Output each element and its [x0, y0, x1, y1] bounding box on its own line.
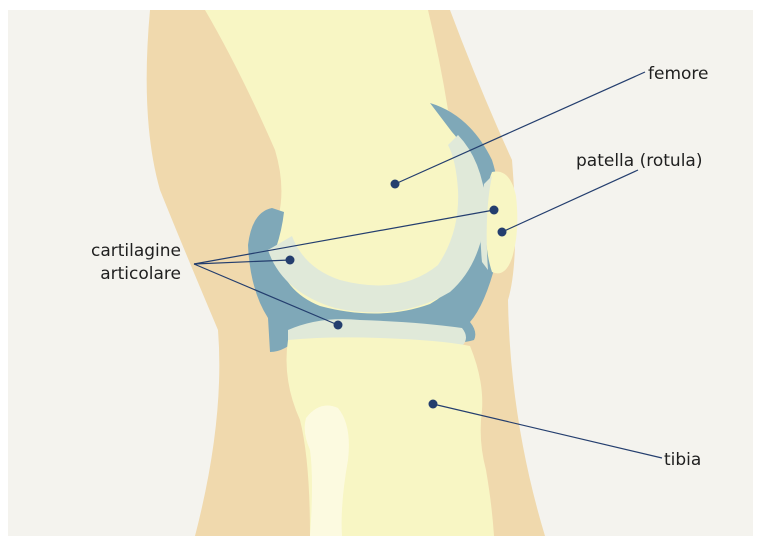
femur-pointer-dot: [391, 180, 400, 189]
patella-label: patella (rotula): [576, 151, 702, 171]
cartilage-label-line2: articolare: [100, 264, 181, 284]
patellar-cartilage-dot: [490, 206, 499, 215]
tibia-pointer-dot: [429, 400, 438, 409]
cartilage-label-line1: cartilagine: [91, 241, 181, 261]
tibial-cartilage-dot: [334, 321, 343, 330]
femoral-cartilage-dot: [286, 256, 295, 265]
tibia-label: tibia: [664, 450, 701, 470]
femur-label: femore: [648, 64, 708, 84]
patella-pointer-dot: [498, 228, 507, 237]
